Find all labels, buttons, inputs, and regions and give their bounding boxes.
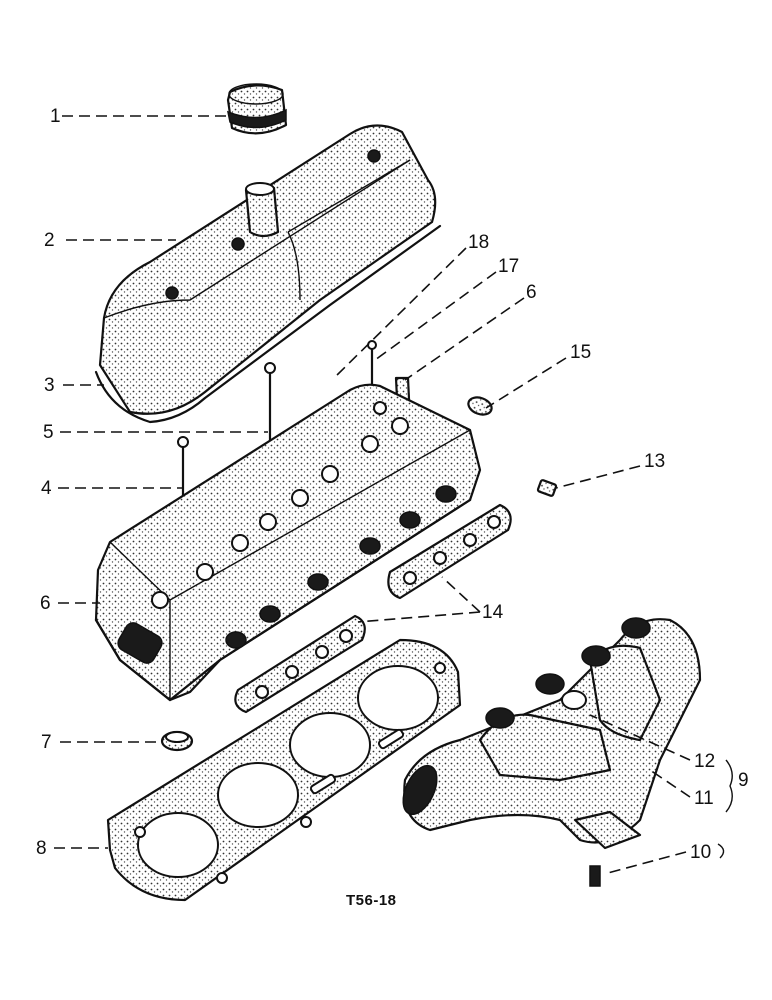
callout-12: 12 [694, 751, 715, 772]
callout-13: 13 [644, 451, 665, 472]
cylinder-head [94, 383, 482, 702]
callout-8: 8 [36, 838, 47, 859]
grouping-brace [725, 759, 733, 813]
manifold-gaskets [234, 503, 512, 714]
callout-1: 1 [50, 106, 61, 127]
callout-6-stud: 6 [526, 282, 537, 303]
figure-code: T56-18 [346, 892, 397, 909]
callout-6-head: 6 [40, 593, 51, 614]
callout-5: 5 [43, 422, 54, 443]
callout-15: 15 [570, 342, 591, 363]
callout-4: 4 [41, 478, 52, 499]
leader-lines [54, 115, 691, 875]
cylinder-head-gasket [106, 638, 462, 902]
callout-10-tick [717, 843, 725, 859]
callout-7: 7 [41, 732, 52, 753]
callout-3: 3 [44, 375, 55, 396]
manifold-assembly [402, 617, 702, 850]
callout-10: 10 [690, 842, 711, 863]
small-fittings [467, 396, 558, 497]
oil-filler-cap [226, 83, 288, 135]
callout-14: 14 [482, 602, 504, 623]
manifold-stud [589, 865, 601, 887]
callout-11: 11 [694, 788, 714, 809]
callout-labels: 1 2 3 4 5 6 7 8 9 10 11 12 13 14 15 6 17… [36, 106, 749, 863]
callout-2: 2 [44, 230, 55, 251]
sealing-ring [160, 730, 194, 752]
callout-17: 17 [498, 256, 519, 277]
callout-9: 9 [738, 770, 749, 791]
callout-18: 18 [468, 232, 489, 253]
rocker-cover [94, 124, 442, 424]
